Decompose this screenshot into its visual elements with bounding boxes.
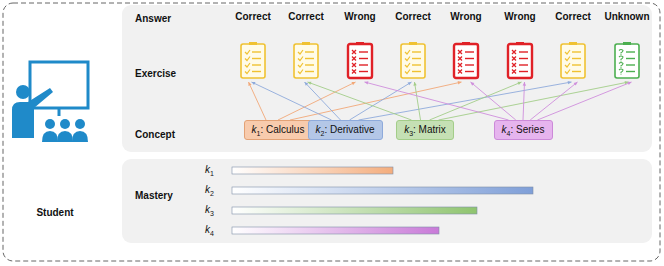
- mastery-bar: [232, 187, 533, 194]
- link-arrowhead: [248, 82, 251, 86]
- link-arrowhead: [518, 82, 522, 85]
- answer-label: Unknown: [605, 11, 650, 23]
- answer-label: Correct: [235, 11, 271, 23]
- exercise-icon: [348, 42, 372, 78]
- link-arrowhead: [352, 82, 356, 85]
- row-label: Exercise: [135, 68, 176, 80]
- mastery-concept-label: k4: [205, 224, 214, 236]
- exercise-icon: [294, 42, 318, 78]
- answer-label: Wrong: [504, 11, 535, 23]
- mastery-bar: [232, 207, 477, 214]
- link-line: [530, 82, 577, 120]
- answer-label: Correct: [288, 11, 324, 23]
- teacher-icon: [12, 62, 88, 142]
- link-line: [365, 82, 509, 120]
- concept-box: k2: Derivative: [308, 120, 383, 140]
- link-line: [430, 82, 522, 120]
- row-label: Mastery: [135, 190, 173, 202]
- link-arrowhead: [471, 82, 475, 86]
- mastery-bar: [232, 167, 393, 174]
- row-label: Concept: [135, 129, 175, 141]
- link-line: [415, 82, 421, 120]
- answer-label: Wrong: [344, 11, 375, 23]
- mastery-bar: [232, 227, 439, 234]
- mastery-concept-label: k2: [205, 184, 214, 196]
- link-arrowhead: [413, 82, 416, 86]
- exercise-illustration: [122, 5, 652, 152]
- concept-box: k1: Calculus: [244, 120, 313, 140]
- mastery-concept-label: k3: [205, 204, 214, 216]
- link-arrowhead: [628, 82, 632, 85]
- concept-label: k1: Calculus: [251, 124, 306, 136]
- link-arrowhead: [408, 82, 412, 85]
- answer-label: Wrong: [450, 11, 481, 23]
- answer-label: Correct: [555, 11, 591, 23]
- link-arrowhead: [523, 82, 526, 86]
- exercise-icon: [615, 42, 639, 78]
- exercise-icon: [561, 42, 585, 78]
- concept-label: k4: Series: [501, 124, 546, 136]
- exercise-icon: [508, 42, 532, 78]
- link-arrowhead: [568, 81, 572, 84]
- exercise-icon: [401, 42, 425, 78]
- link-line: [252, 82, 332, 120]
- panel: Mastery k1 k2 k3 k4: [122, 159, 652, 243]
- concept-label: k3: Matrix: [403, 124, 447, 136]
- link-arrowhead: [252, 82, 256, 85]
- link-arrowhead: [574, 82, 578, 86]
- mastery-bars: [122, 159, 652, 243]
- link-line: [439, 82, 629, 120]
- link-arrowhead: [308, 82, 312, 85]
- panel: AnswerExerciseConcept k1: Calculus k2: Der…: [122, 5, 652, 152]
- link-line: [471, 82, 516, 120]
- link-arrowhead: [305, 82, 309, 86]
- link-line: [308, 82, 412, 120]
- link-line: [537, 82, 631, 120]
- row-label: Answer: [135, 13, 171, 25]
- link-arrowhead: [458, 81, 462, 84]
- answer-label: Correct: [395, 11, 431, 23]
- exercise-icon: [454, 42, 478, 78]
- student-label: Student: [36, 207, 73, 219]
- concept-box: k4: Series: [494, 120, 553, 140]
- link-arrowhead: [365, 81, 369, 84]
- concept-box: k3: Matrix: [396, 120, 454, 140]
- concept-label: k2: Derivative: [315, 124, 376, 136]
- mastery-concept-label: k1: [205, 164, 214, 176]
- exercise-icon: [241, 42, 265, 78]
- link-line: [523, 82, 525, 120]
